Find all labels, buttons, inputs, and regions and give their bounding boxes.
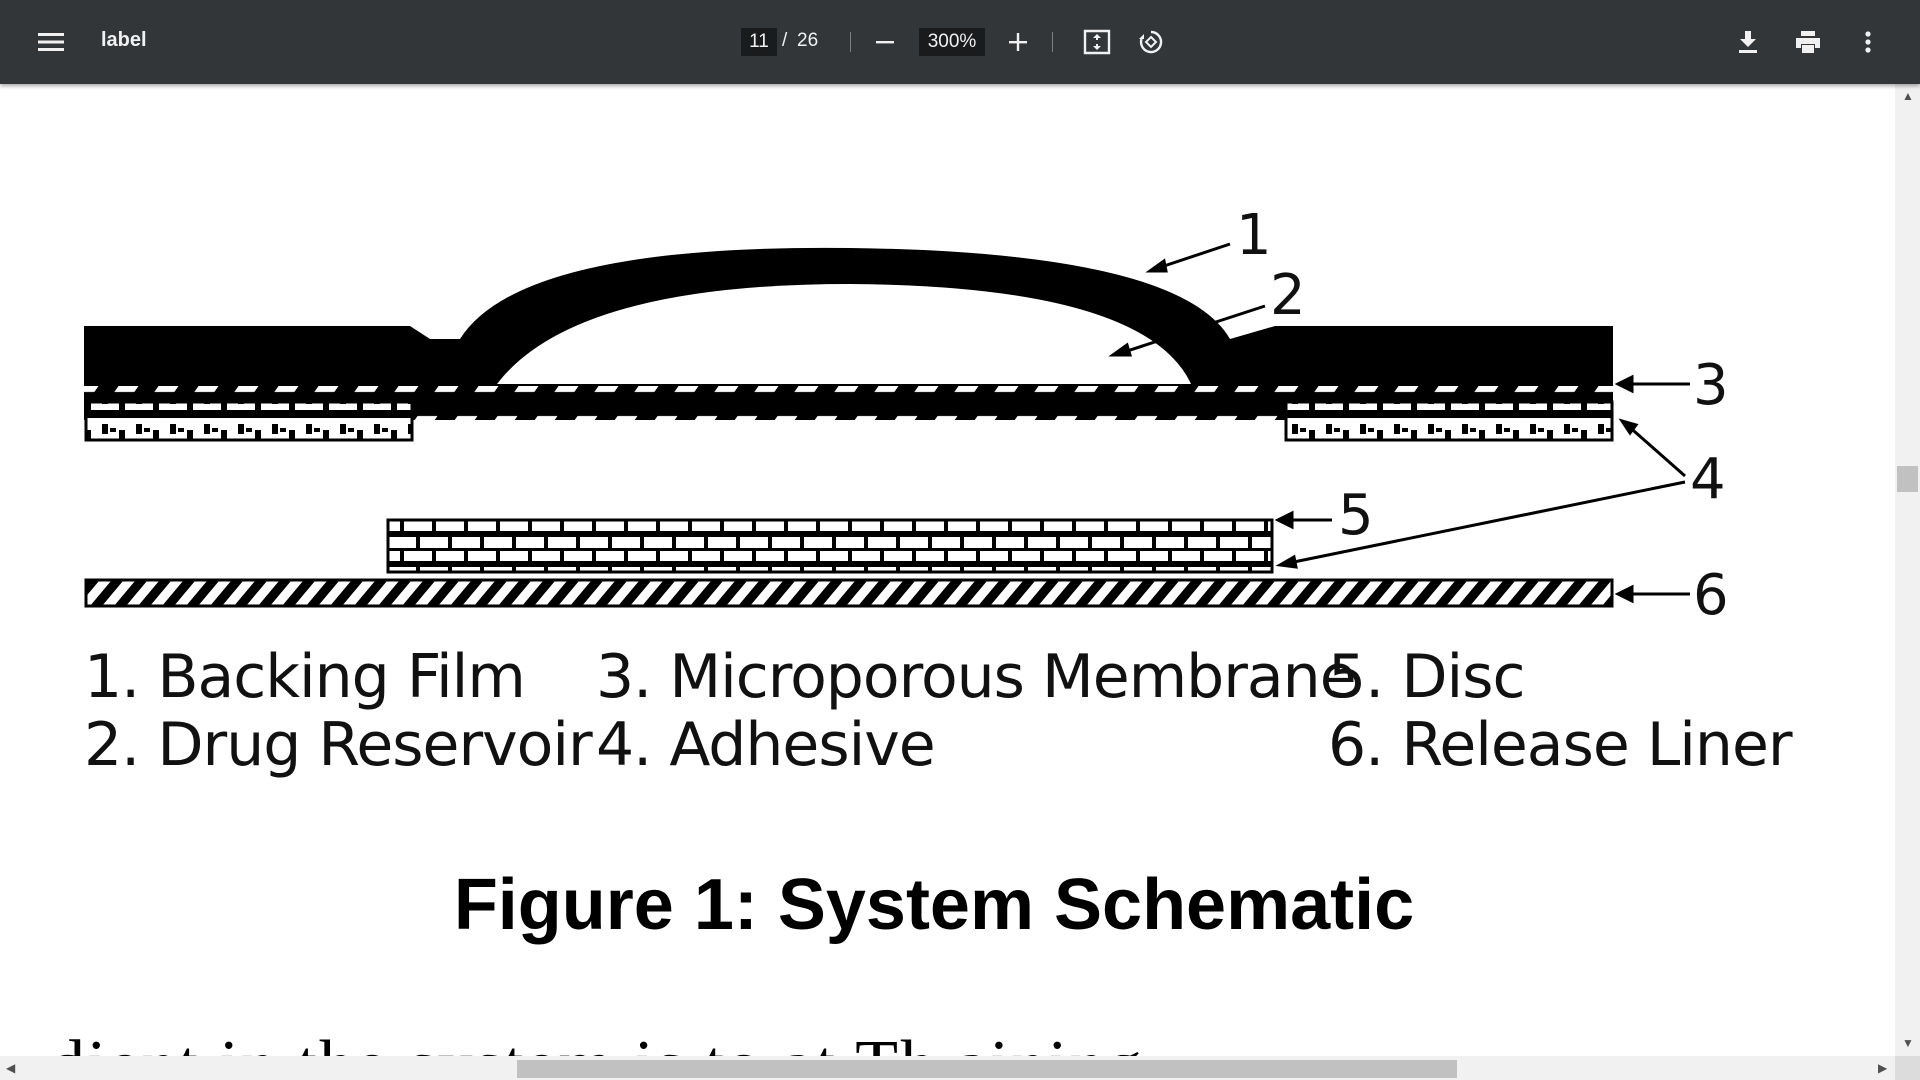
hamburger-menu-icon[interactable] [27, 18, 75, 66]
rotate-button[interactable] [1127, 18, 1175, 66]
fit-to-page-icon [1083, 29, 1111, 55]
callout-3: 3 [1693, 353, 1729, 418]
backing-film [84, 247, 1613, 394]
release-liner [84, 578, 1614, 608]
print-button[interactable] [1784, 18, 1832, 66]
download-icon [1739, 31, 1757, 53]
legend-item-2: 2. Drug Reservoir [84, 710, 593, 780]
legend-item-6: 6. Release Liner [1328, 710, 1793, 780]
page-number-input[interactable]: 11 [741, 28, 777, 56]
legend-item-5: 5. Disc [1328, 642, 1525, 712]
document-title: label [101, 29, 147, 51]
scrollbar-corner [1895, 1056, 1920, 1080]
adhesive-right [1284, 400, 1614, 442]
vertical-scrollbar[interactable] [1895, 84, 1920, 1056]
callout-numbers: 1 2 3 4 5 6 [1236, 203, 1729, 628]
toolbar-divider [850, 32, 851, 52]
page-total: 26 [797, 30, 819, 51]
more-options-button[interactable] [1844, 18, 1892, 66]
minus-icon [876, 41, 894, 44]
adhesive-left [84, 400, 414, 442]
legend-item-1: 1. Backing Film [84, 642, 526, 712]
pdf-toolbar: label 11 / 26 300% [0, 0, 1920, 84]
rotate-counterclockwise-icon [1139, 30, 1163, 54]
page-separator: / [782, 30, 788, 51]
legend-item-4: 4. Adhesive [596, 710, 936, 780]
scroll-right-arrow-icon[interactable]: ▶ [1878, 1061, 1888, 1075]
callout-1: 1 [1236, 203, 1272, 268]
disc [386, 518, 1274, 574]
callout-2: 2 [1270, 263, 1306, 328]
zoom-level-input[interactable]: 300% [919, 28, 985, 56]
toolbar-divider [1052, 32, 1053, 52]
zoom-in-button[interactable] [994, 18, 1042, 66]
callout-5: 5 [1338, 483, 1374, 548]
figure-caption: Figure 1: System Schematic [453, 865, 1415, 945]
print-icon [1796, 31, 1820, 53]
more-vertical-icon [1865, 31, 1871, 53]
callout-arrows [1108, 242, 1690, 604]
scroll-left-arrow-icon[interactable]: ◀ [6, 1061, 16, 1075]
callout-4: 4 [1690, 447, 1726, 512]
scroll-up-arrow-icon[interactable]: ▲ [1902, 89, 1914, 103]
pdf-page-viewport[interactable]: 1 2 3 4 5 6 1. Backing Film 2. Drug Rese… [0, 84, 1895, 1056]
plus-icon [1009, 33, 1027, 51]
callout-6: 6 [1693, 563, 1729, 628]
fit-to-page-button[interactable] [1073, 18, 1121, 66]
body-text-line: dient in the system is to at Th aining [50, 1026, 1144, 1056]
legend-item-3: 3. Microporous Membrane [596, 642, 1357, 712]
vertical-scroll-thumb[interactable] [1897, 466, 1918, 492]
download-button[interactable] [1724, 18, 1772, 66]
zoom-out-button[interactable] [861, 18, 909, 66]
scroll-down-arrow-icon[interactable]: ▼ [1902, 1036, 1914, 1050]
horizontal-scroll-thumb[interactable] [517, 1060, 1457, 1078]
transdermal-patch-schematic: 1 2 3 4 5 6 [84, 203, 1729, 628]
